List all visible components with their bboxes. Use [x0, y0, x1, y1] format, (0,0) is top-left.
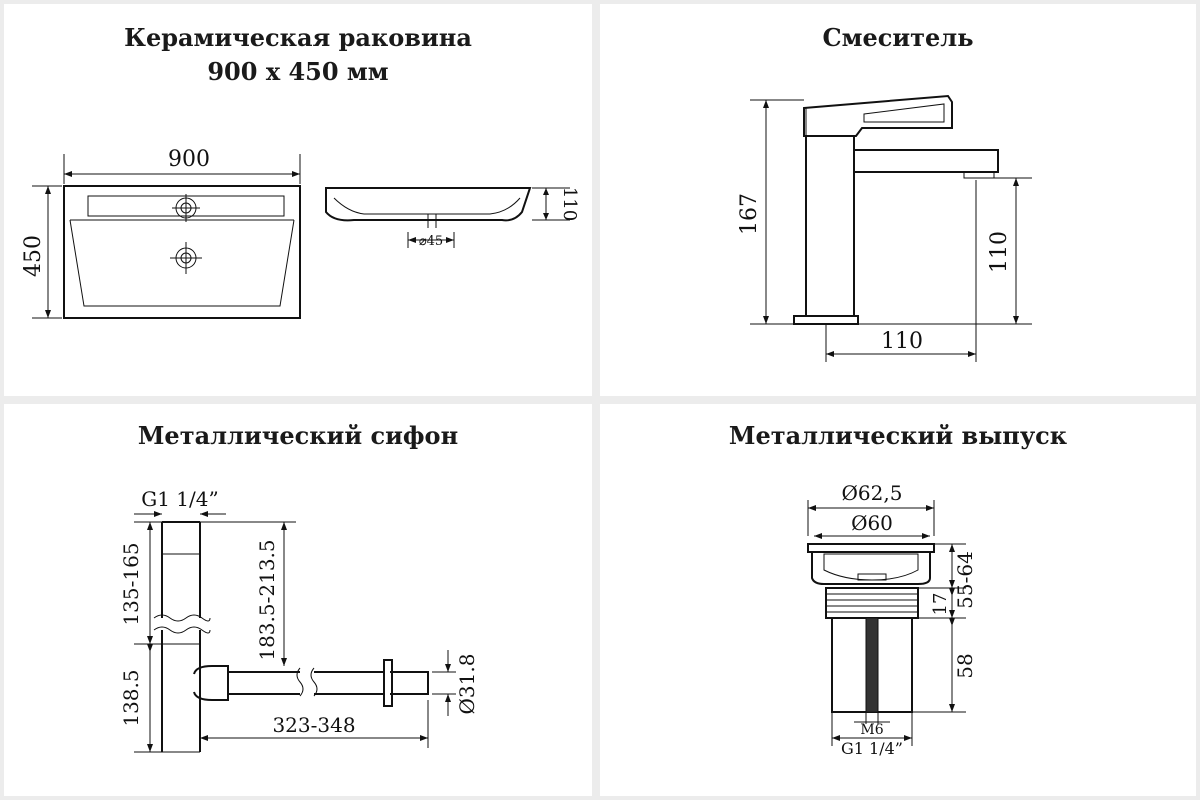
siphon-horizontal-pipe: [228, 671, 429, 695]
siphon-diameter-label: Ø31.8: [455, 654, 479, 715]
drain-bolt: [865, 617, 879, 713]
panel-sink: Керамическая раковина 900 х 450 мм 900: [4, 4, 592, 396]
drain-body-label: 58: [953, 653, 977, 678]
panel-drain: Металлический выпуск Ø62,5 Ø60: [600, 404, 1196, 796]
drain-cup: [811, 552, 931, 585]
panel-siphon: Металлический сифон G1 1/4” 135-165 138.…: [4, 404, 592, 796]
spout-height-label: 110: [987, 231, 1012, 273]
width-label: 900: [168, 147, 210, 172]
sink-drawing: 900 450 ⌀45 110: [21, 147, 580, 319]
depth-label: 450: [21, 235, 46, 277]
faucet-base: [793, 315, 859, 325]
drain-cap: [807, 543, 935, 553]
drain-total-label: 55-64: [953, 551, 977, 609]
height-label: 110: [559, 187, 580, 221]
drain-threaded-body: [825, 587, 919, 619]
drain-cap-label: 17: [930, 593, 951, 616]
drain-thread-label: G1 1/4”: [841, 739, 903, 758]
siphon-thread-label: G1 1/4”: [141, 487, 218, 511]
siphon-drawing: G1 1/4” 135-165 138.5: [119, 487, 479, 753]
faucet-height-label: 167: [737, 193, 762, 235]
faucet-handle: [803, 94, 953, 137]
panel-faucet: Смеситель 167 110: [600, 4, 1196, 396]
faucet-spout: [854, 149, 999, 173]
siphon-title: Металлический сифон: [137, 421, 459, 450]
sink-size-title: 900 х 450 мм: [207, 57, 389, 86]
siphon-horizontal-label: 323-348: [272, 713, 355, 737]
siphon-flange: [383, 659, 393, 707]
faucet-body: [805, 135, 855, 317]
sink-profile: [325, 187, 532, 222]
sink-bowl: [69, 219, 295, 307]
spout-reach-label: 110: [881, 329, 923, 354]
siphon-elbow: [193, 665, 229, 701]
tap-hole-icon: [172, 194, 200, 222]
siphon-vertical-pipe: [161, 521, 201, 752]
drain-diameter-label: ⌀45: [419, 234, 443, 249]
drain-drawing: Ø62,5 Ø60 55-64: [807, 481, 977, 758]
faucet-drawing: 167 110 110: [737, 94, 1032, 362]
drain-outer-label: Ø62,5: [842, 481, 903, 505]
siphon-vertical-label: 183.5-213.5: [255, 539, 279, 660]
drain-inner-label: Ø60: [851, 511, 893, 535]
siphon-upper-label: 135-165: [119, 542, 143, 625]
drain-bolt-label: M6: [860, 722, 883, 738]
drain-hole-icon: [170, 242, 202, 274]
sink-top-outline: [63, 185, 301, 319]
sink-title: Керамическая раковина: [124, 23, 472, 52]
siphon-lower-label: 138.5: [119, 669, 143, 726]
faucet-title: Смеситель: [822, 23, 974, 52]
drain-title: Металлический выпуск: [728, 421, 1068, 450]
